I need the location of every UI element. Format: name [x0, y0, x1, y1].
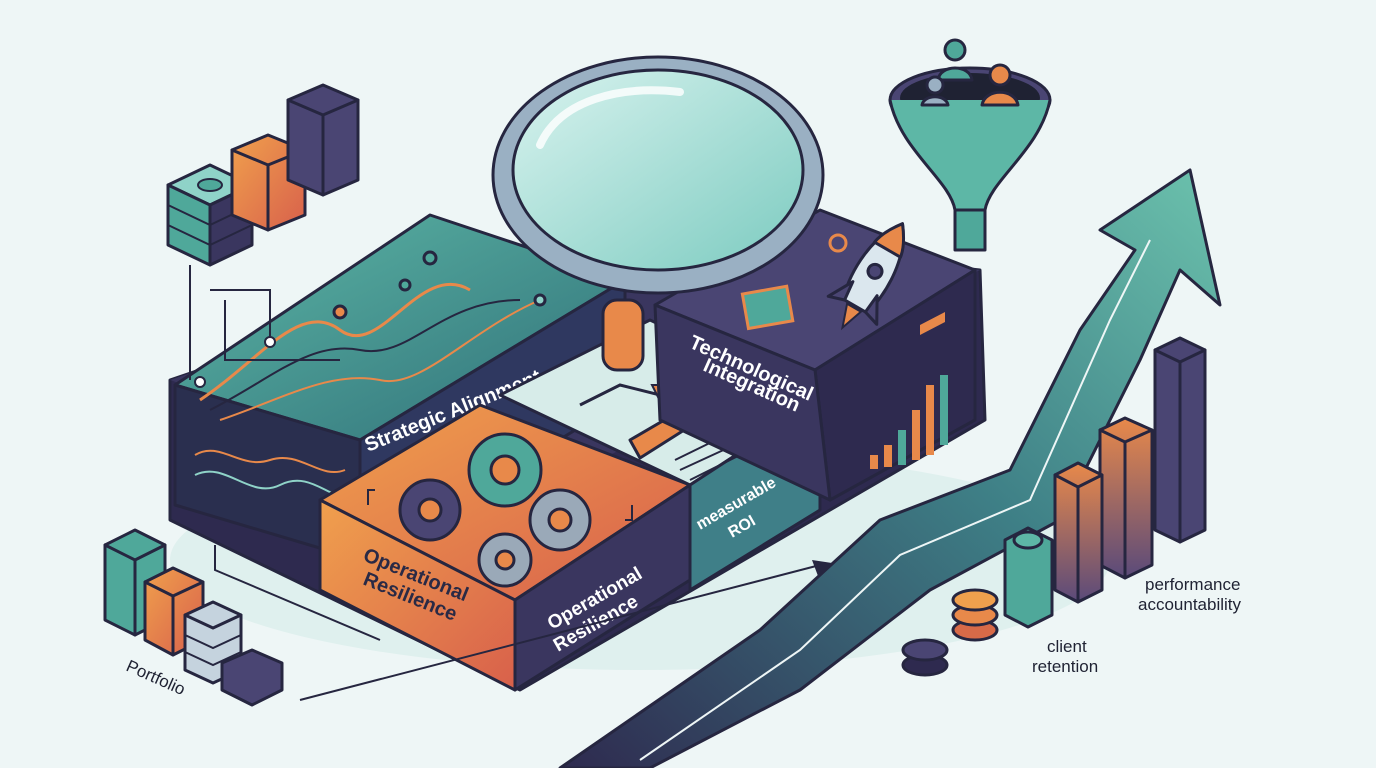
growth-arrow-icon — [558, 168, 1222, 768]
magnifying-glass-icon — [491, 55, 825, 372]
performance-accountability-label-line1: performance — [1145, 575, 1240, 594]
top-left-bar-chart-icon — [230, 83, 360, 232]
funnel-icon — [888, 38, 1052, 252]
people-icon — [920, 38, 1020, 107]
rocket-icon — [826, 222, 906, 331]
gear-icon — [467, 432, 543, 508]
gear-icon — [477, 532, 533, 588]
performance-accountability-label-line2: accountability — [1138, 595, 1242, 614]
connector-lines — [189, 265, 340, 388]
client-retention-label-line1: client — [1047, 637, 1087, 656]
portfolio-label: Portfolio — [123, 656, 188, 699]
bar-chart-icon — [870, 375, 948, 469]
flow-line — [214, 545, 381, 641]
right-bar-chart-icon — [1003, 336, 1207, 629]
portfolio-bars-icon — [103, 528, 284, 707]
flow-arrow — [299, 564, 821, 701]
gear-icon — [528, 488, 592, 552]
gear-icon — [398, 478, 462, 542]
gear-cluster — [398, 432, 592, 588]
coin-stack-icon — [901, 588, 999, 677]
client-retention-label-line2: retention — [1032, 657, 1098, 676]
